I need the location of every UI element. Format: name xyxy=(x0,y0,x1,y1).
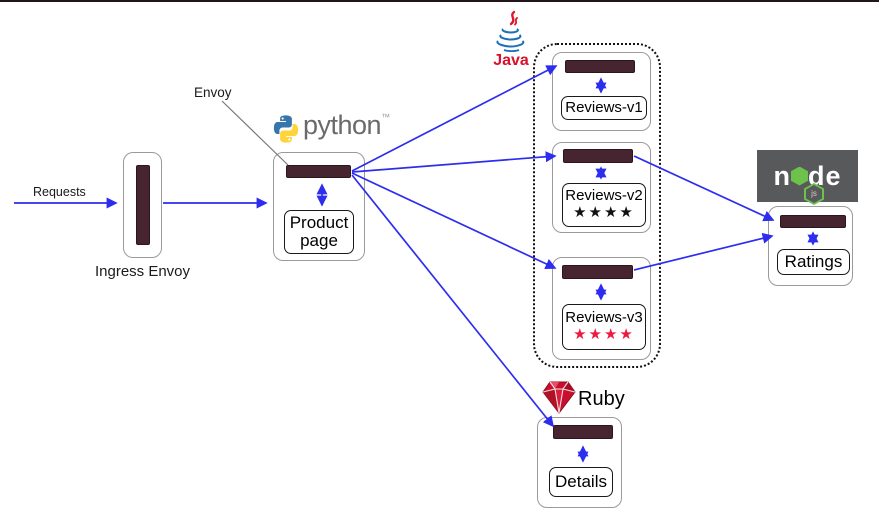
java-icon xyxy=(496,10,525,53)
reviews-v1-service-box: Reviews-v1 xyxy=(552,52,651,131)
ingress-envoy-box xyxy=(123,152,162,258)
reviews-v1-label: Reviews-v1 xyxy=(565,98,643,116)
arrow-productpage-to-details xyxy=(351,174,555,428)
node-js-badge: js xyxy=(804,183,824,205)
reviews-v2-service-box: Reviews-v2 ★★★★ xyxy=(552,142,651,233)
requests-label: Requests xyxy=(33,185,86,199)
nodejs-logo: n de js xyxy=(757,150,858,205)
ratings-envoy-sidecar-bar xyxy=(780,215,846,228)
reviews-v3-envoy-sidecar-bar xyxy=(562,265,633,279)
ingress-envoy-proxy-bar xyxy=(136,165,150,245)
productpage-service-box: Product page xyxy=(273,152,365,261)
top-border-line xyxy=(0,0,879,2)
reviews-v2-label: Reviews-v2 xyxy=(565,186,643,204)
reviews-v1-envoy-sidecar-bar xyxy=(565,60,635,73)
envoy-callout-label: Envoy xyxy=(194,85,232,100)
java-wordmark: Java xyxy=(493,52,529,69)
reviews-v3-label-box: Reviews-v3 ★★★★ xyxy=(562,304,646,350)
node-js-badge-text: js xyxy=(811,189,817,198)
reviews-v2-label-box: Reviews-v2 ★★★★ xyxy=(562,183,646,227)
python-icon xyxy=(273,115,299,143)
node-wordmark-left: n xyxy=(773,160,791,191)
python-tm-mark: ™ xyxy=(381,112,390,122)
productpage-label-box: Product page xyxy=(284,210,354,254)
arrow-productpage-to-reviews-v2 xyxy=(351,151,557,173)
node-hexagon-icon xyxy=(790,166,808,186)
details-envoy-sidecar-bar xyxy=(553,425,613,439)
ingress-envoy-label: Ingress Envoy xyxy=(94,263,191,280)
reviews-v2-envoy-sidecar-bar xyxy=(563,149,633,163)
reviews-v3-stars: ★★★★ xyxy=(573,326,635,344)
ratings-label-box: Ratings xyxy=(777,249,850,275)
details-label-box: Details xyxy=(549,467,613,497)
productpage-label: Product page xyxy=(289,212,349,250)
ratings-service-box: Ratings xyxy=(768,206,853,286)
reviews-v2-stars: ★★★★ xyxy=(573,204,635,222)
ruby-icon xyxy=(542,381,576,414)
python-wordmark: python™ xyxy=(303,110,390,141)
productpage-envoy-sidecar-bar xyxy=(286,165,351,178)
ruby-wordmark: Ruby xyxy=(578,388,625,410)
ratings-label: Ratings xyxy=(784,251,843,271)
details-service-box: Details xyxy=(537,417,622,508)
reviews-v1-label-box: Reviews-v1 xyxy=(561,96,647,120)
details-label: Details xyxy=(555,471,607,491)
reviews-v3-service-box: Reviews-v3 ★★★★ xyxy=(552,257,651,360)
python-wordmark-text: python xyxy=(303,110,382,140)
arrow-productpage-to-reviews-v3 xyxy=(351,172,557,270)
reviews-v3-label: Reviews-v3 xyxy=(565,308,643,326)
